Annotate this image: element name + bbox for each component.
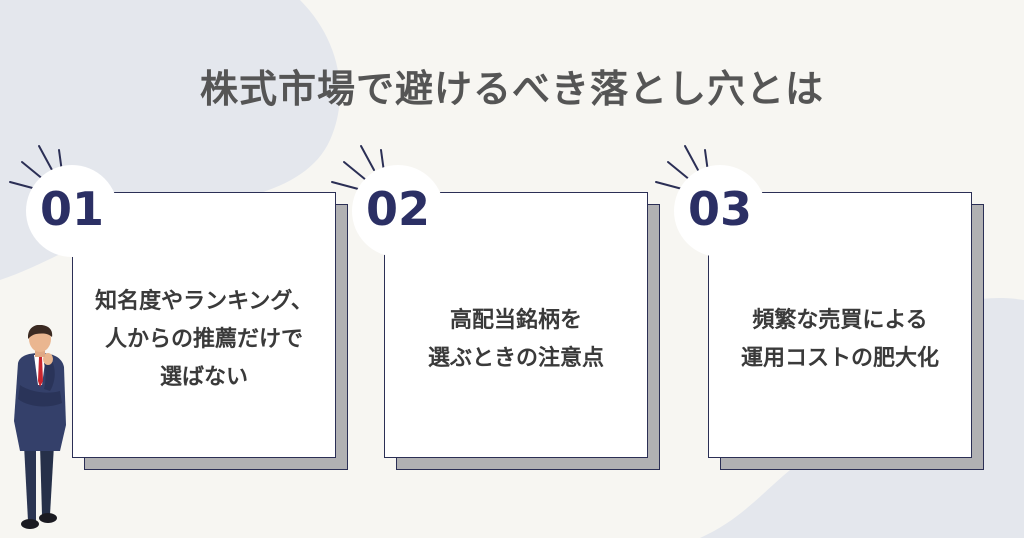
card-text: 高配当銘柄を 選ぶときの注意点: [427, 308, 604, 371]
card-02: 高配当銘柄を 選ぶときの注意点: [384, 192, 660, 470]
card-text: 頻繁な売買による 運用コストの肥大化: [740, 308, 939, 371]
card-number: 02: [365, 182, 430, 236]
card-face: 高配当銘柄を 選ぶときの注意点: [384, 192, 648, 458]
number-badge-circle: [26, 165, 118, 257]
card-number: 03: [687, 182, 752, 236]
card-number: 01: [39, 182, 104, 236]
thinking-businessman-illustration: [14, 325, 66, 529]
card-01: 知名度やランキング、 人からの推薦だけで 選ばない: [72, 192, 348, 470]
number-badge-circle: [352, 165, 444, 257]
card-text: 知名度やランキング、 人からの推薦だけで 選ばない: [95, 289, 313, 390]
number-badge-circle: [674, 165, 766, 257]
card-face: 知名度やランキング、 人からの推薦だけで 選ばない: [72, 192, 336, 458]
page-title: 株式市場で避けるべき落とし穴とは: [199, 67, 824, 111]
